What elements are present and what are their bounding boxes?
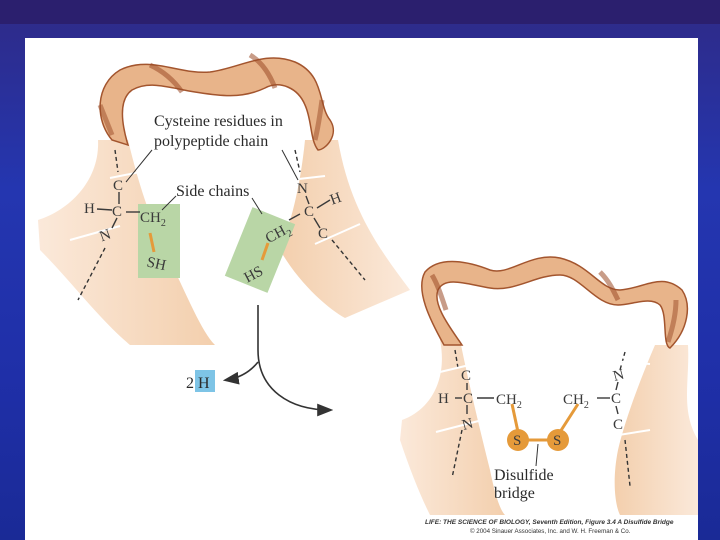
disulfide-leader <box>535 443 539 467</box>
cysteine-label-line1: Cysteine residues in <box>154 113 283 130</box>
side-chains-label: Side chains <box>176 183 249 200</box>
right-c-low-atom: C <box>318 226 328 242</box>
sulfur-right-atom <box>547 429 569 451</box>
left-sh-atom: SH <box>145 254 167 274</box>
credit-line1: LIFE: THE SCIENCE OF BIOLOGY, Seventh Ed… <box>425 519 674 526</box>
left-n-atom: N <box>98 226 114 245</box>
disulfide-label-line1: Disulfide <box>494 467 554 484</box>
sulfur-left-atom <box>507 429 529 451</box>
polypeptide-chain-unbonded <box>38 52 410 345</box>
right-c-mid-atom: C <box>304 204 314 220</box>
bridged-left-c-mid-atom: C <box>463 391 473 407</box>
bridged-right-strand <box>614 345 698 515</box>
reaction-arrow <box>222 305 334 417</box>
side-chains-leader-left <box>161 195 177 211</box>
left-strand <box>38 140 215 345</box>
left-side-chain-bond <box>148 232 156 253</box>
bridged-left-h-atom: H <box>438 391 449 407</box>
hydrogen-atom-label: H <box>198 375 210 392</box>
hydrogen-count: 2 <box>186 375 194 392</box>
bridged-top-loop <box>421 256 689 349</box>
cysteine-label-line2: polypeptide chain <box>154 133 268 150</box>
bridged-right-c-low-atom: C <box>613 417 623 433</box>
right-side-chain-bond <box>260 242 270 261</box>
bridged-left-c-top-atom: C <box>461 368 471 384</box>
left-side-chain-highlight <box>138 204 180 278</box>
left-backbone-bonds <box>96 192 140 229</box>
cysteine-leader-right <box>281 149 299 181</box>
right-strand <box>280 140 410 318</box>
sulfur-left-label: S <box>513 433 521 449</box>
right-h-atom: H <box>328 190 344 209</box>
sulfur-right-label: S <box>553 433 561 449</box>
polypeptide-chain-bridged <box>400 256 698 515</box>
side-chains-leader-right <box>251 197 263 215</box>
cysteine-leader-left <box>125 149 153 183</box>
credit-line2: © 2004 Sinauer Associates, Inc. and W. H… <box>470 528 631 535</box>
bridged-left-ch2-atom: CH2 <box>496 392 522 411</box>
disulfide-bond <box>510 403 580 442</box>
disulfide-label-line2: bridge <box>494 485 535 502</box>
right-n-atom: N <box>297 181 308 197</box>
bridged-left-n-atom: N <box>460 416 475 434</box>
left-c-mid-atom: C <box>112 204 122 220</box>
hydrogen-highlight-box <box>195 370 215 392</box>
right-hs-atom: HS <box>242 263 266 286</box>
title-bar <box>0 0 720 24</box>
left-c-top-atom: C <box>113 178 123 194</box>
right-backbone-bonds <box>288 195 331 229</box>
left-ch2-atom: CH2 <box>140 210 166 229</box>
bridged-bonds <box>455 381 619 415</box>
bridged-right-c-mid-atom: C <box>611 391 621 407</box>
right-side-chain-highlight <box>224 207 296 293</box>
top-loop-ribbon <box>99 57 335 151</box>
bridged-right-n-atom: N <box>611 367 626 385</box>
bridged-right-ch2-atom: CH2 <box>563 392 589 411</box>
left-h-atom: H <box>84 201 95 217</box>
